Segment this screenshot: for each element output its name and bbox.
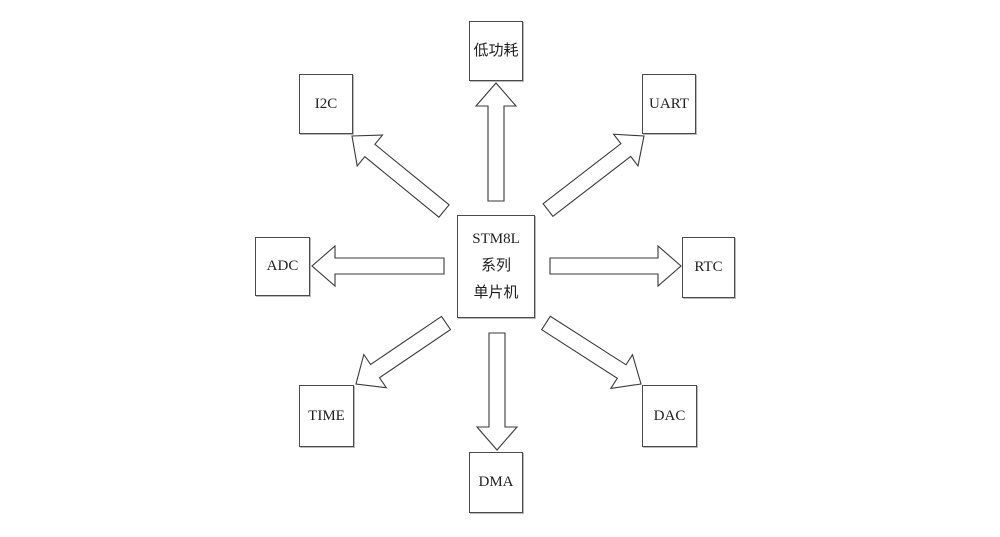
arrow-to-adc <box>311 244 445 288</box>
arrow-to-i2c <box>351 134 450 218</box>
node-stm8l-mcu: STM8L 系列单片机 <box>457 215 535 318</box>
node-time-label: TIME <box>308 407 345 424</box>
arrow-to-low-power <box>474 82 518 202</box>
node-dma: DMA <box>469 452 523 513</box>
node-dma-label: DMA <box>478 474 514 490</box>
arrow-to-rtc <box>549 244 682 288</box>
node-stm8l-mcu-label: 单片机 <box>473 285 519 301</box>
node-low-power-label: 低功耗 <box>473 42 519 59</box>
node-uart: UART <box>642 74 696 134</box>
arrow-to-dac <box>540 315 642 390</box>
node-adc-label: ADC <box>266 258 299 274</box>
node-adc: ADC <box>255 237 310 296</box>
arrow-to-dma <box>475 332 519 451</box>
node-uart-label: UART <box>649 95 689 112</box>
node-stm8l-mcu-label: 系列 <box>480 258 511 274</box>
node-i2c-label: I2C <box>314 95 338 112</box>
node-low-power: 低功耗 <box>469 21 523 81</box>
node-dac-label: DAC <box>653 407 686 424</box>
node-i2c: I2C <box>299 74 353 134</box>
node-rtc-label: RTC <box>694 259 723 275</box>
node-time: TIME <box>299 385 354 447</box>
node-stm8l-mcu-label: STM8L <box>472 231 520 247</box>
arrow-to-time <box>355 315 452 389</box>
node-rtc: RTC <box>682 237 735 298</box>
node-dac: DAC <box>642 385 697 447</box>
arrow-to-uart <box>542 133 645 218</box>
